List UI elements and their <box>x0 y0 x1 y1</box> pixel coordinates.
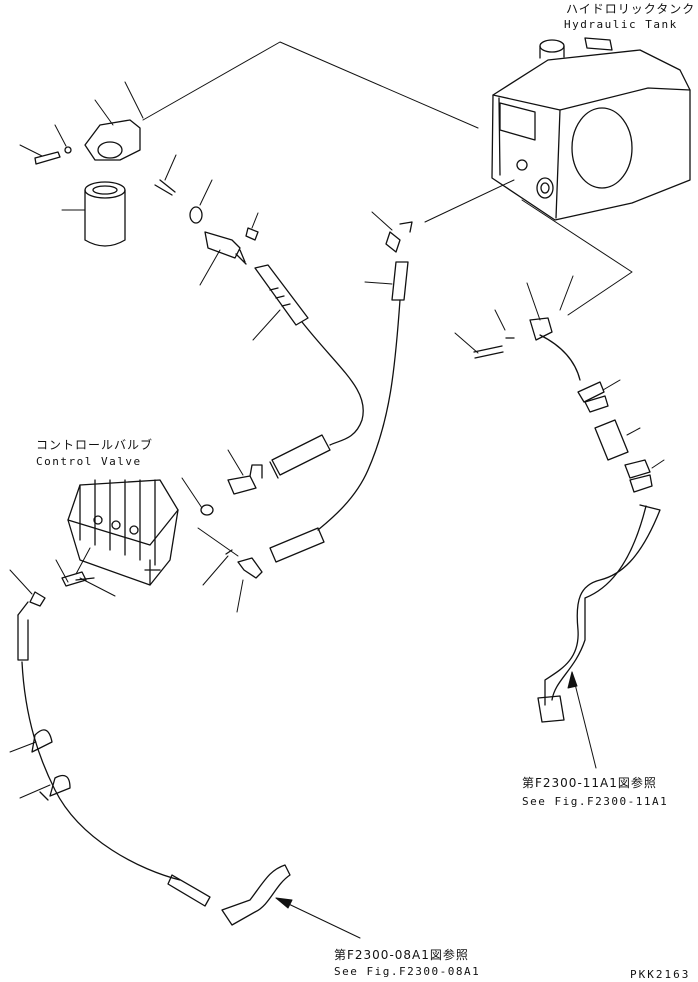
hydraulic-tank <box>491 37 691 221</box>
tank-label-en: Hydraulic Tank <box>564 18 678 31</box>
drawing-code: PKK2163 <box>630 968 691 981</box>
ref2-label-jp: 第F2300-08A1図参照 <box>334 948 469 962</box>
ref2-label-en: See Fig.F2300-08A1 <box>334 965 481 978</box>
control-valve <box>67 479 179 586</box>
valve-label-jp: コントロールバルブ <box>36 438 154 452</box>
tank-label-jp: ハイドロリックタンク <box>566 2 696 16</box>
tank-return-tube <box>473 317 661 723</box>
ref1-label-jp: 第F2300-11A1図参照 <box>522 776 657 790</box>
ref1-label-en: See Fig.F2300-11A1 <box>522 795 669 808</box>
reference-arrows <box>275 671 597 939</box>
leader-lines <box>9 41 665 799</box>
valve-label-en: Control Valve <box>36 455 142 468</box>
suction-line-left <box>17 591 291 926</box>
valve-fittings <box>61 464 263 587</box>
filter-assembly <box>34 119 203 247</box>
filter-fittings <box>204 227 309 326</box>
hoses <box>269 221 413 563</box>
